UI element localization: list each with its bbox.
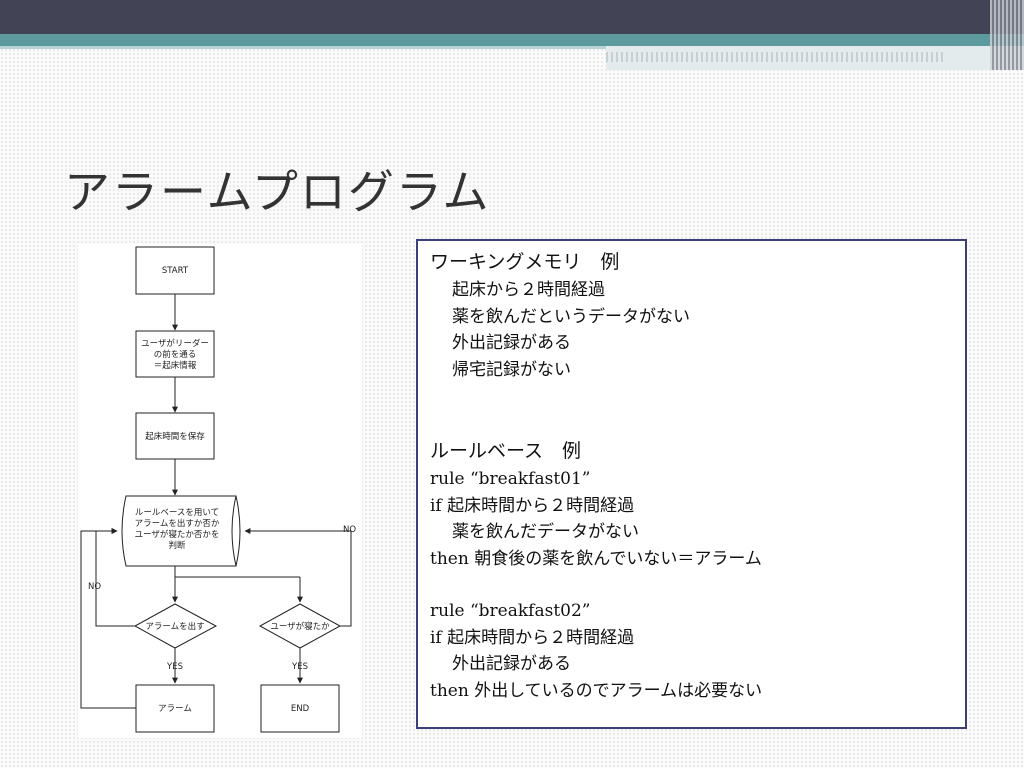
header-light-bar: [0, 46, 1024, 49]
step-save-wakeup-label: 起床時間を保存: [145, 431, 205, 442]
spacer: [430, 383, 955, 436]
rule1-cond: 薬を飲んだデータがない: [452, 522, 639, 542]
flowchart: START ユーザがリーダー の前を通る ＝起床情報 起床時間を保存 ルールベー…: [78, 244, 362, 738]
yes-label-sleep: YES: [291, 662, 308, 672]
spacer: [430, 572, 955, 598]
alarm-node: [135, 684, 215, 733]
alarm-label: アラーム: [158, 704, 192, 714]
rule2-if: if 起床時間から２時間経過: [430, 627, 635, 648]
wm-item: 帰宅記録がない: [452, 359, 571, 380]
end-node: [260, 684, 340, 733]
wm-item: 薬を飲んだというデータがない: [452, 306, 690, 327]
end-label: END: [291, 704, 310, 714]
step-pass-reader-line1: ユーザがリーダー: [141, 338, 209, 349]
judge-line2: アラームを出すか否か: [135, 518, 220, 529]
header-stripes: [990, 0, 1024, 70]
step-pass-reader-line3: ＝起床情報: [154, 360, 197, 371]
judge-line4: 判断: [168, 540, 186, 551]
judge-line1: ルールベースを用いて: [135, 508, 219, 518]
start-label: START: [162, 266, 189, 276]
header-dark-bar: [0, 0, 1024, 34]
wm-item: 起床から２時間経過: [452, 280, 605, 300]
rule2-name: rule “breakfast02”: [430, 601, 591, 621]
rule2-then: then 外出しているのでアラームは必要ない: [430, 680, 763, 701]
header-teal-bar: [0, 34, 1024, 46]
info-box: ワーキングメモリ 例 起床から２時間経過 薬を飲んだというデータがない 外出記録…: [416, 239, 967, 729]
start-node: [135, 246, 215, 295]
yes-label-alarm: YES: [166, 662, 183, 672]
working-memory-heading: ワーキングメモリ 例: [430, 251, 620, 273]
rule1-then: then 朝食後の薬を飲んでいない＝アラーム: [430, 548, 762, 569]
decision-sleep-label: ユーザが寝たか: [270, 621, 330, 632]
rule2-cond: 外出記録がある: [452, 654, 571, 674]
step-pass-reader: [135, 330, 215, 378]
wm-item: 外出記録がある: [452, 333, 571, 353]
judge-line3: ユーザが寝たか否かを: [135, 529, 220, 540]
step-pass-reader-line2: の前を通る: [154, 349, 197, 360]
slide-title: アラームプログラム: [64, 165, 491, 219]
rule1-if: if 起床時間から２時間経過: [430, 495, 635, 516]
rule-base-heading: ルールベース 例: [430, 440, 582, 462]
no-label-alarm: NO: [88, 582, 101, 592]
header-corner-pattern: [606, 52, 946, 62]
rule1-name: rule “breakfast01”: [430, 469, 591, 489]
no-label-sleep: NO: [343, 525, 356, 535]
step-save-wakeup: [135, 412, 215, 460]
decision-alarm-label: アラームを出す: [145, 621, 204, 632]
